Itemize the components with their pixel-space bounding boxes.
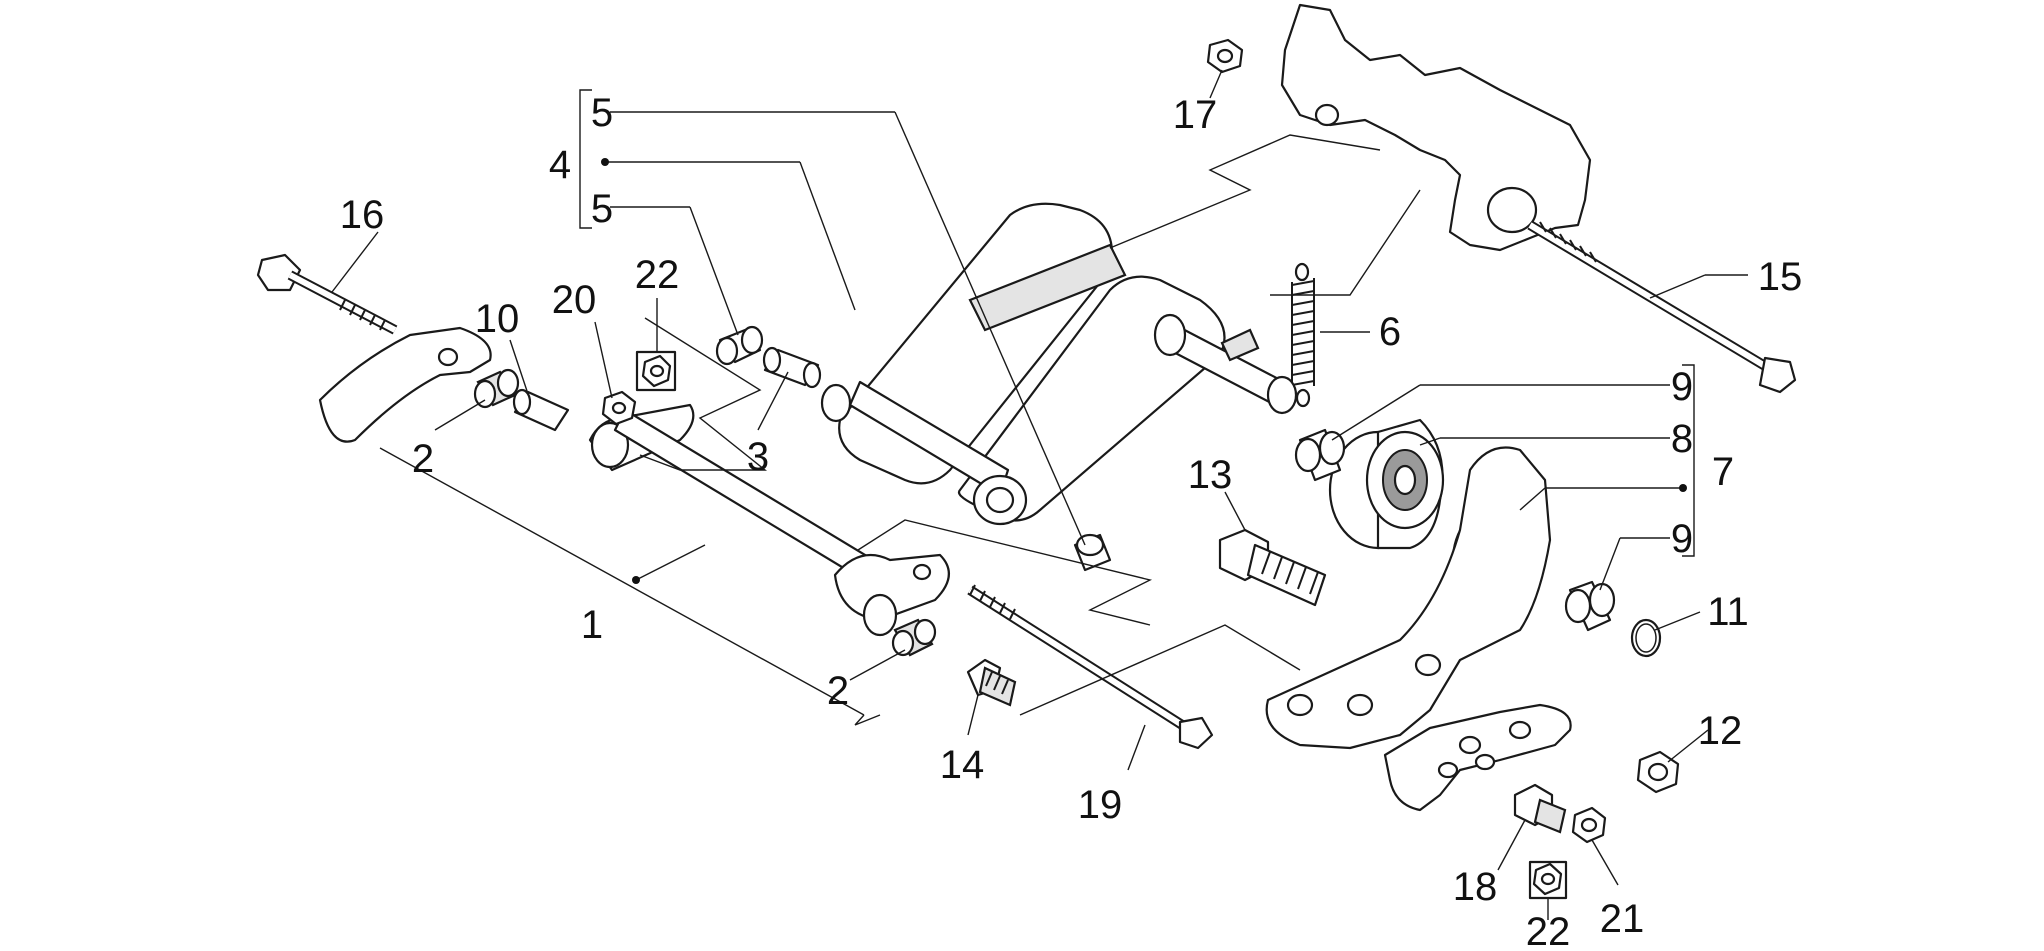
label-16: 16	[340, 193, 385, 237]
nut-17	[1206, 38, 1244, 74]
label-3: 3	[747, 435, 769, 479]
bushing-2-right	[891, 618, 937, 657]
label-22-lower: 22	[1526, 910, 1571, 951]
label-19: 19	[1078, 783, 1123, 827]
label-22-upper: 22	[635, 253, 680, 297]
label-1: 1	[581, 603, 603, 647]
label-2-right: 2	[827, 669, 849, 713]
label-6: 6	[1379, 310, 1401, 354]
bolt-14	[966, 658, 1017, 707]
spring-6	[1291, 262, 1315, 408]
bolt-13	[1218, 528, 1327, 607]
link-plate-4	[820, 202, 1226, 526]
nut-20	[601, 390, 637, 426]
bolt-18	[1513, 783, 1567, 834]
left-bracket	[318, 326, 492, 443]
part-labels: 16 10 2 20 22 3 5 4 5 1 2 14 19 13 17 15…	[340, 91, 1803, 951]
link-shaft	[1153, 313, 1298, 415]
label-11: 11	[1707, 590, 1749, 634]
label-17: 17	[1173, 93, 1218, 137]
connector-dots	[601, 158, 1687, 584]
bushing-5-upper	[715, 325, 764, 366]
label-4: 4	[549, 143, 571, 187]
label-20: 20	[552, 278, 597, 322]
label-9-upper: 9	[1671, 365, 1693, 409]
pin-10	[512, 388, 570, 432]
label-5-top: 5	[591, 91, 613, 135]
label-2-left: 2	[412, 437, 434, 481]
bolt-16	[256, 253, 398, 335]
label-18: 18	[1453, 865, 1498, 909]
label-14: 14	[940, 743, 985, 787]
nut-22-lower	[1528, 860, 1568, 900]
bearing-8	[1328, 418, 1445, 550]
label-15: 15	[1758, 255, 1803, 299]
nut-22-upper	[635, 350, 677, 392]
label-5-mid: 5	[591, 187, 613, 231]
swing-plate	[1265, 446, 1552, 750]
bushing-9-lower	[1564, 580, 1616, 632]
label-9-lower: 9	[1671, 517, 1693, 561]
pin-3	[762, 346, 822, 389]
label-21: 21	[1600, 897, 1645, 941]
bolt-19	[967, 584, 1214, 750]
leader-lines	[331, 69, 1748, 920]
small-bracket	[1383, 703, 1572, 812]
label-7: 7	[1712, 450, 1734, 494]
label-13: 13	[1188, 453, 1233, 497]
bushing-5-lower	[1073, 533, 1112, 572]
label-8: 8	[1671, 417, 1693, 461]
label-10: 10	[475, 297, 520, 341]
bolt-15	[1527, 220, 1797, 394]
label-12: 12	[1698, 709, 1743, 753]
nut-21	[1571, 806, 1607, 844]
circlip-11	[1630, 618, 1662, 658]
bushing-9-upper	[1294, 428, 1346, 482]
frame-bracket	[1280, 3, 1592, 252]
